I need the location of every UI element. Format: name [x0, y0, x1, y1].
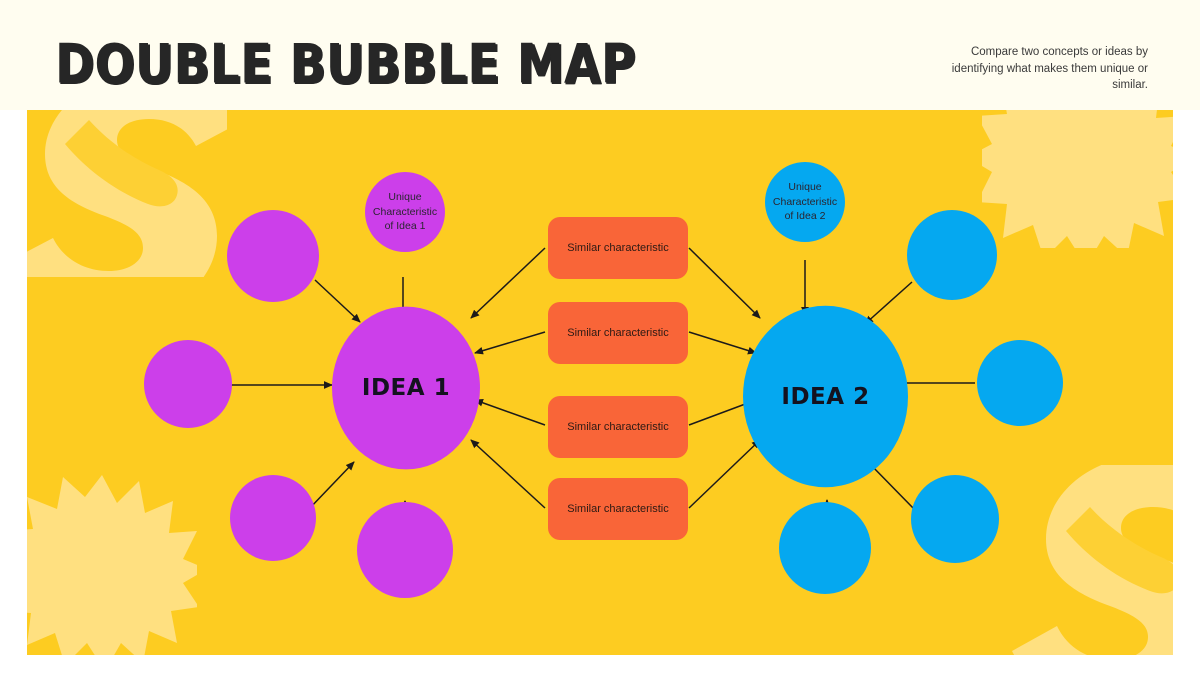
- idea2-unique-label: Unique Characteristic of Idea 2: [772, 181, 838, 223]
- idea2-unique-bubble[interactable]: Unique Characteristic of Idea 2: [765, 162, 845, 242]
- similar-characteristic-label: Similar characteristic: [567, 327, 669, 339]
- idea2-satellite-bubble[interactable]: [907, 210, 997, 300]
- idea2-satellite-bubble[interactable]: [977, 340, 1063, 426]
- similar-characteristic-box[interactable]: Similar characteristic: [548, 217, 688, 279]
- diagram-canvas: IDEA 1 Unique Characteristic of Idea 1 S…: [27, 110, 1173, 655]
- page-title: DOUBLE BUBBLE MAP: [55, 32, 636, 96]
- idea2-satellite-bubble[interactable]: [911, 475, 999, 563]
- idea2-label: IDEA 2: [781, 383, 870, 410]
- similar-characteristic-label: Similar characteristic: [567, 242, 669, 254]
- idea1-satellite-bubble[interactable]: [357, 502, 453, 598]
- similar-characteristic-box[interactable]: Similar characteristic: [548, 478, 688, 540]
- idea1-unique-bubble[interactable]: Unique Characteristic of Idea 1: [365, 172, 445, 252]
- idea1-satellite-bubble[interactable]: [227, 210, 319, 302]
- similar-characteristic-box[interactable]: Similar characteristic: [548, 302, 688, 364]
- page-subtitle: Compare two concepts or ideas by identif…: [951, 46, 1148, 92]
- idea2-satellite-bubble[interactable]: [779, 502, 871, 594]
- idea1-label: IDEA 1: [361, 374, 451, 402]
- idea1-unique-label: Unique Characteristic of Idea 1: [372, 191, 438, 233]
- similar-characteristic-box[interactable]: Similar characteristic: [548, 396, 688, 458]
- similar-characteristic-label: Similar characteristic: [567, 421, 669, 433]
- header-band: DOUBLE BUBBLE MAP Compare two concepts o…: [0, 0, 1200, 110]
- idea1-satellite-bubble[interactable]: [144, 340, 232, 428]
- idea1-satellite-bubble[interactable]: [230, 475, 316, 561]
- idea1-main-bubble[interactable]: IDEA 1: [332, 306, 480, 470]
- idea2-main-bubble[interactable]: IDEA 2: [743, 305, 908, 488]
- similar-characteristic-label: Similar characteristic: [567, 503, 669, 515]
